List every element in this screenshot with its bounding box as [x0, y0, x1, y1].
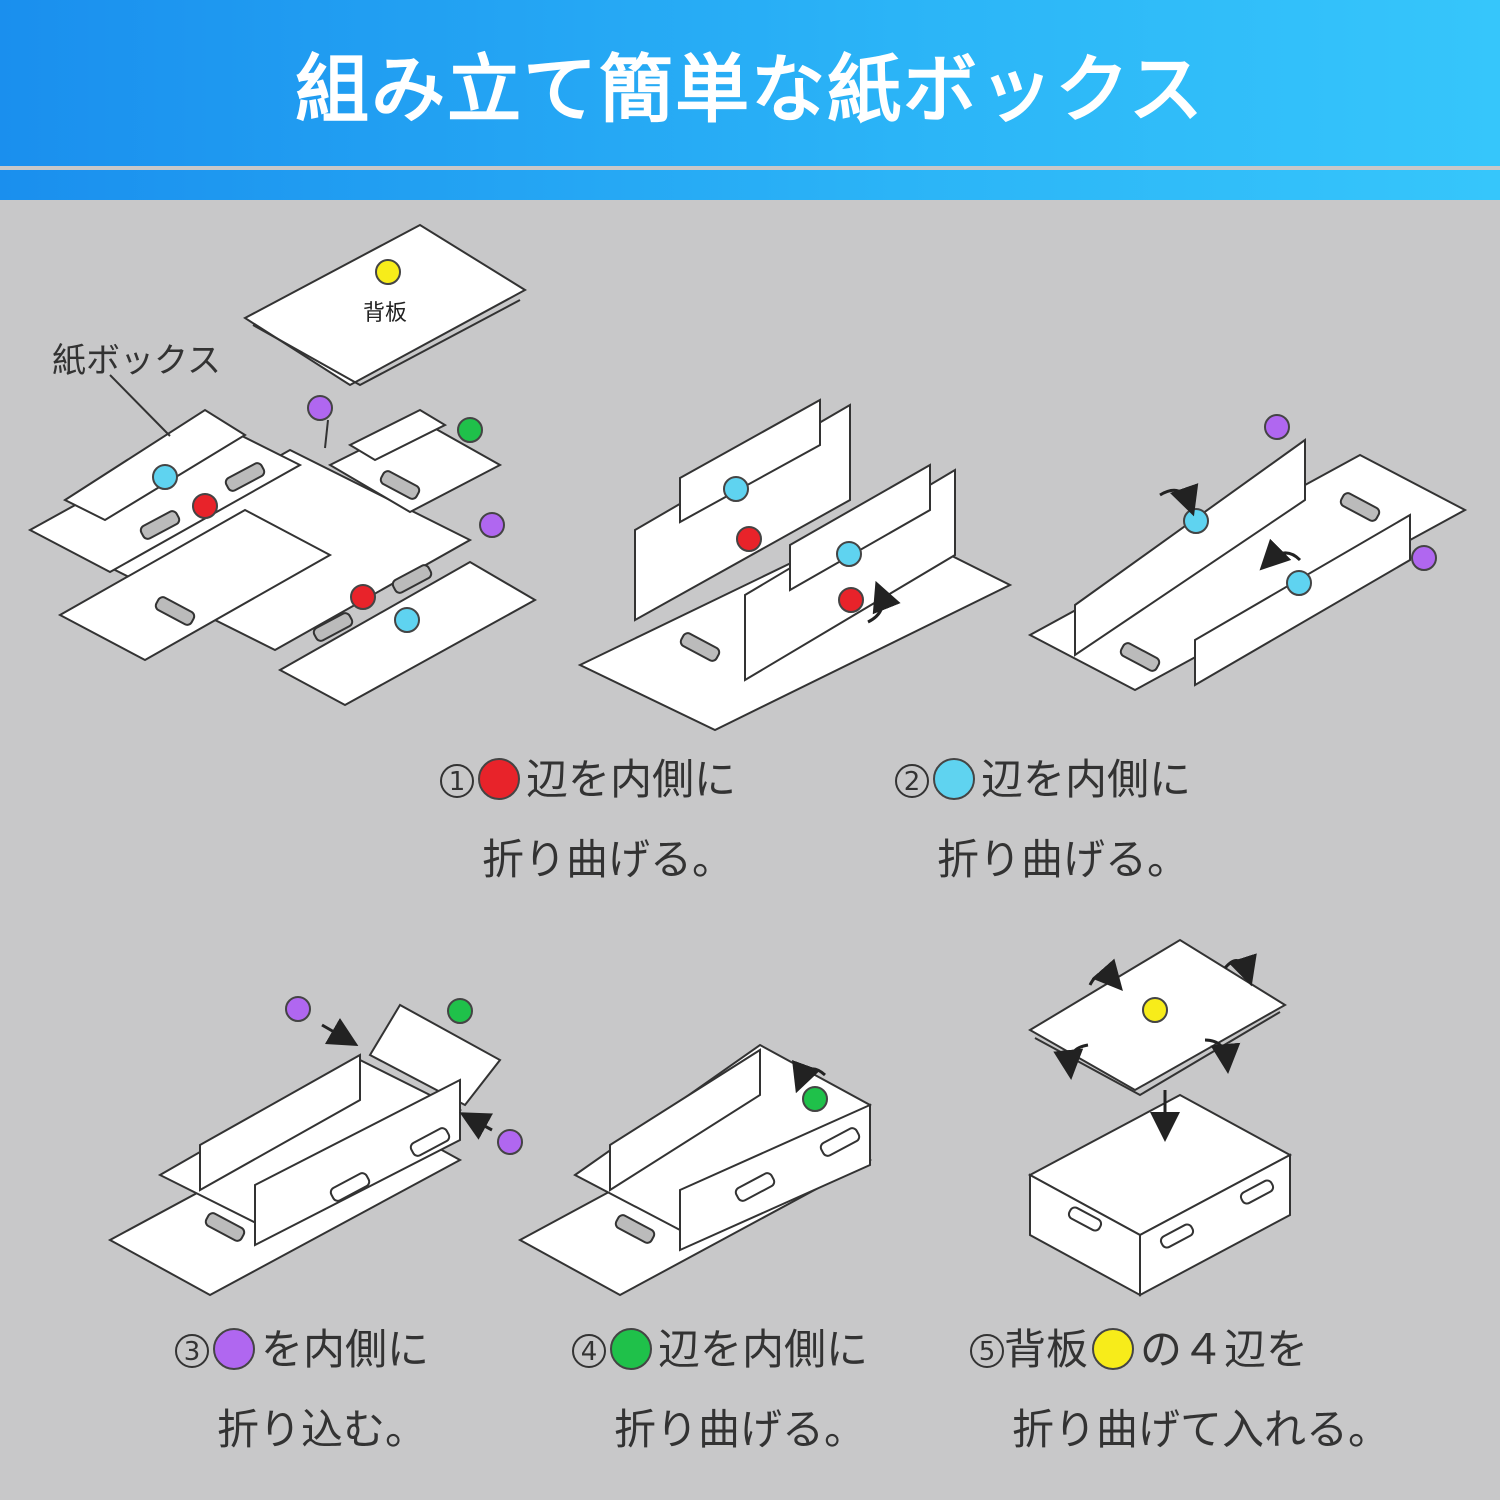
dot-yellow-s5	[1142, 997, 1168, 1023]
purple-dot-icon	[213, 1328, 255, 1370]
cyan-dot-icon	[933, 758, 975, 800]
title-underline	[0, 170, 1500, 200]
step5-illustration	[1027, 938, 1293, 1297]
step5-prefix: 背板	[1004, 1325, 1089, 1374]
dot-cyan-a	[152, 464, 178, 490]
step1-number: 1	[440, 764, 474, 798]
dot-purple-a	[307, 395, 333, 421]
dot-cyan-s2b	[1286, 570, 1312, 596]
step4-illustration	[517, 1043, 873, 1297]
step3-number: 3	[175, 1334, 209, 1368]
dot-red-s1a	[736, 526, 762, 552]
dot-yellow-panel	[375, 259, 401, 285]
dot-red-b	[350, 584, 376, 610]
step5-line2: 折り曲げて入れる。	[1012, 1405, 1391, 1454]
green-dot-icon	[610, 1328, 652, 1370]
title-banner	[0, 0, 1500, 166]
step3-line2: 折り込む。	[217, 1405, 428, 1454]
step2-number: 2	[895, 764, 929, 798]
dot-green-a	[457, 417, 483, 443]
dot-purple-b	[479, 512, 505, 538]
step4-line2: 折り曲げる。	[614, 1405, 867, 1454]
dot-green-s4	[802, 1086, 828, 1112]
dot-red-s1b	[838, 587, 864, 613]
page-title: 組み立て簡単な紙ボックス	[295, 46, 1205, 133]
red-dot-icon	[478, 758, 520, 800]
dot-purple-s3a	[285, 996, 311, 1022]
dot-green-s3	[447, 998, 473, 1024]
dot-cyan-s1a	[723, 476, 749, 502]
step2-illustration	[1027, 438, 1468, 692]
box-label: 紙ボックス	[52, 341, 221, 381]
back-panel-shape	[243, 223, 527, 387]
yellow-dot-icon	[1092, 1328, 1135, 1370]
dot-cyan-s1b	[836, 541, 862, 567]
step4-number: 4	[572, 1334, 606, 1368]
step5-number: 5	[970, 1334, 1004, 1368]
dot-purple-s2a	[1264, 414, 1290, 440]
dot-cyan-b	[394, 607, 420, 633]
back-panel-label: 背板	[363, 301, 407, 326]
step1-illustration	[577, 398, 1013, 732]
dot-red-a	[192, 493, 218, 519]
dot-purple-s2b	[1411, 545, 1437, 571]
step2-line2: 折り曲げる。	[937, 835, 1190, 884]
assembly-diagram: 背板	[27, 223, 1468, 1297]
unfolded-box-illustration	[27, 223, 538, 707]
dot-cyan-s2a	[1183, 508, 1209, 534]
step3-illustration	[107, 1003, 502, 1297]
step1-line2: 折り曲げる。	[482, 835, 735, 884]
dot-purple-s3b	[497, 1129, 523, 1155]
